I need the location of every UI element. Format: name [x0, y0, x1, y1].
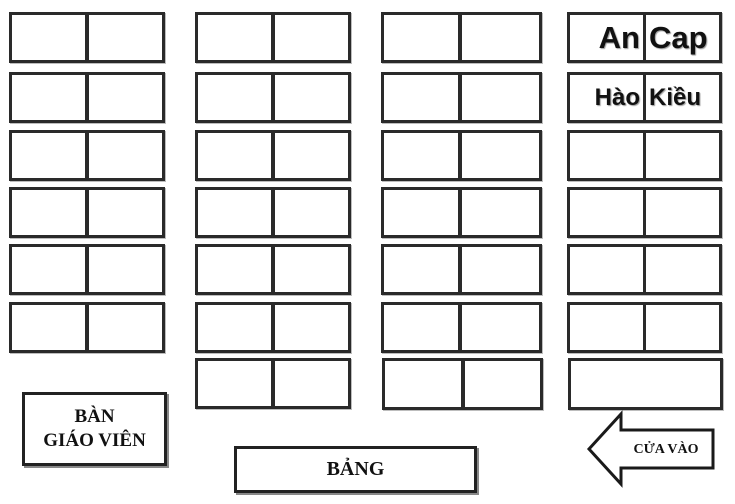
seat-r4-c2-left[interactable]	[195, 187, 274, 238]
teacher-desk-label-line1: BÀN	[74, 406, 115, 427]
seat-r2-c4-right[interactable]: Kiều	[643, 72, 722, 123]
seat-r4-c1-right[interactable]	[86, 187, 165, 238]
seat-r6-c4-left[interactable]	[567, 302, 646, 353]
seat-r5-c3-right[interactable]	[459, 244, 542, 295]
seat-r7-c2-left[interactable]	[195, 358, 274, 409]
seat-r6-c1-right[interactable]	[86, 302, 165, 353]
seat-r5-c1-right[interactable]	[86, 244, 165, 295]
seat-r6-c1-left[interactable]	[9, 302, 88, 353]
seat-r2-c2-left[interactable]	[195, 72, 274, 123]
seat-r4-c2-right[interactable]	[272, 187, 351, 238]
seat-r7-c4-single[interactable]	[568, 358, 723, 410]
seat-r3-c4-left[interactable]	[567, 130, 646, 181]
seat-r5-c1-left[interactable]	[9, 244, 88, 295]
seat-r1-c1-right[interactable]	[86, 12, 165, 63]
student-name: Cap	[649, 19, 708, 55]
arrow-left-icon	[586, 410, 715, 488]
seat-r3-c1-right[interactable]	[86, 130, 165, 181]
board: BẢNG	[234, 446, 477, 493]
teacher-desk-label-line2: GIÁO VIÊN	[43, 430, 146, 451]
seat-r2-c4-left[interactable]: Hào	[567, 72, 646, 123]
seat-r2-c3-left[interactable]	[381, 72, 461, 123]
seat-r1-c3-right[interactable]	[459, 12, 542, 63]
seat-r6-c3-left[interactable]	[381, 302, 461, 353]
student-name: Hào	[594, 83, 640, 111]
student-name: An	[598, 19, 640, 55]
board-label: BẢNG	[326, 458, 385, 480]
seat-r3-c3-left[interactable]	[381, 130, 461, 181]
seat-r2-c2-right[interactable]	[272, 72, 351, 123]
seat-r7-c3-right[interactable]	[462, 358, 543, 410]
seat-r2-c1-left[interactable]	[9, 72, 88, 123]
seat-r4-c1-left[interactable]	[9, 187, 88, 238]
seat-r1-c4-right[interactable]: Cap	[643, 12, 722, 63]
seat-r6-c3-right[interactable]	[459, 302, 542, 353]
seat-r3-c1-left[interactable]	[9, 130, 88, 181]
seat-r3-c2-right[interactable]	[272, 130, 351, 181]
seat-r4-c3-right[interactable]	[459, 187, 542, 238]
seat-r2-c1-right[interactable]	[86, 72, 165, 123]
seat-r1-c1-left[interactable]	[9, 12, 88, 63]
seat-r1-c3-left[interactable]	[381, 12, 461, 63]
seat-r3-c2-left[interactable]	[195, 130, 274, 181]
seat-r1-c2-left[interactable]	[195, 12, 274, 63]
student-name: Kiều	[649, 83, 702, 111]
seat-r6-c2-left[interactable]	[195, 302, 274, 353]
seat-r5-c4-right[interactable]	[643, 244, 722, 295]
seat-r7-c2-right[interactable]	[272, 358, 351, 409]
seat-r6-c4-right[interactable]	[643, 302, 722, 353]
seat-r1-c4-left[interactable]: An	[567, 12, 646, 63]
seat-r4-c4-left[interactable]	[567, 187, 646, 238]
seat-r5-c2-left[interactable]	[195, 244, 274, 295]
seat-r7-c3-left[interactable]	[382, 358, 464, 410]
seat-r4-c3-left[interactable]	[381, 187, 461, 238]
seat-r3-c4-right[interactable]	[643, 130, 722, 181]
seat-r5-c3-left[interactable]	[381, 244, 461, 295]
seat-r5-c4-left[interactable]	[567, 244, 646, 295]
entrance-label: CỬA VÀO	[633, 442, 699, 457]
seat-r1-c2-right[interactable]	[272, 12, 351, 63]
seat-r2-c3-right[interactable]	[459, 72, 542, 123]
teacher-desk: BÀN GIÁO VIÊN	[22, 392, 167, 466]
seat-r4-c4-right[interactable]	[643, 187, 722, 238]
seat-r6-c2-right[interactable]	[272, 302, 351, 353]
seat-r5-c2-right[interactable]	[272, 244, 351, 295]
seat-r3-c3-right[interactable]	[459, 130, 542, 181]
